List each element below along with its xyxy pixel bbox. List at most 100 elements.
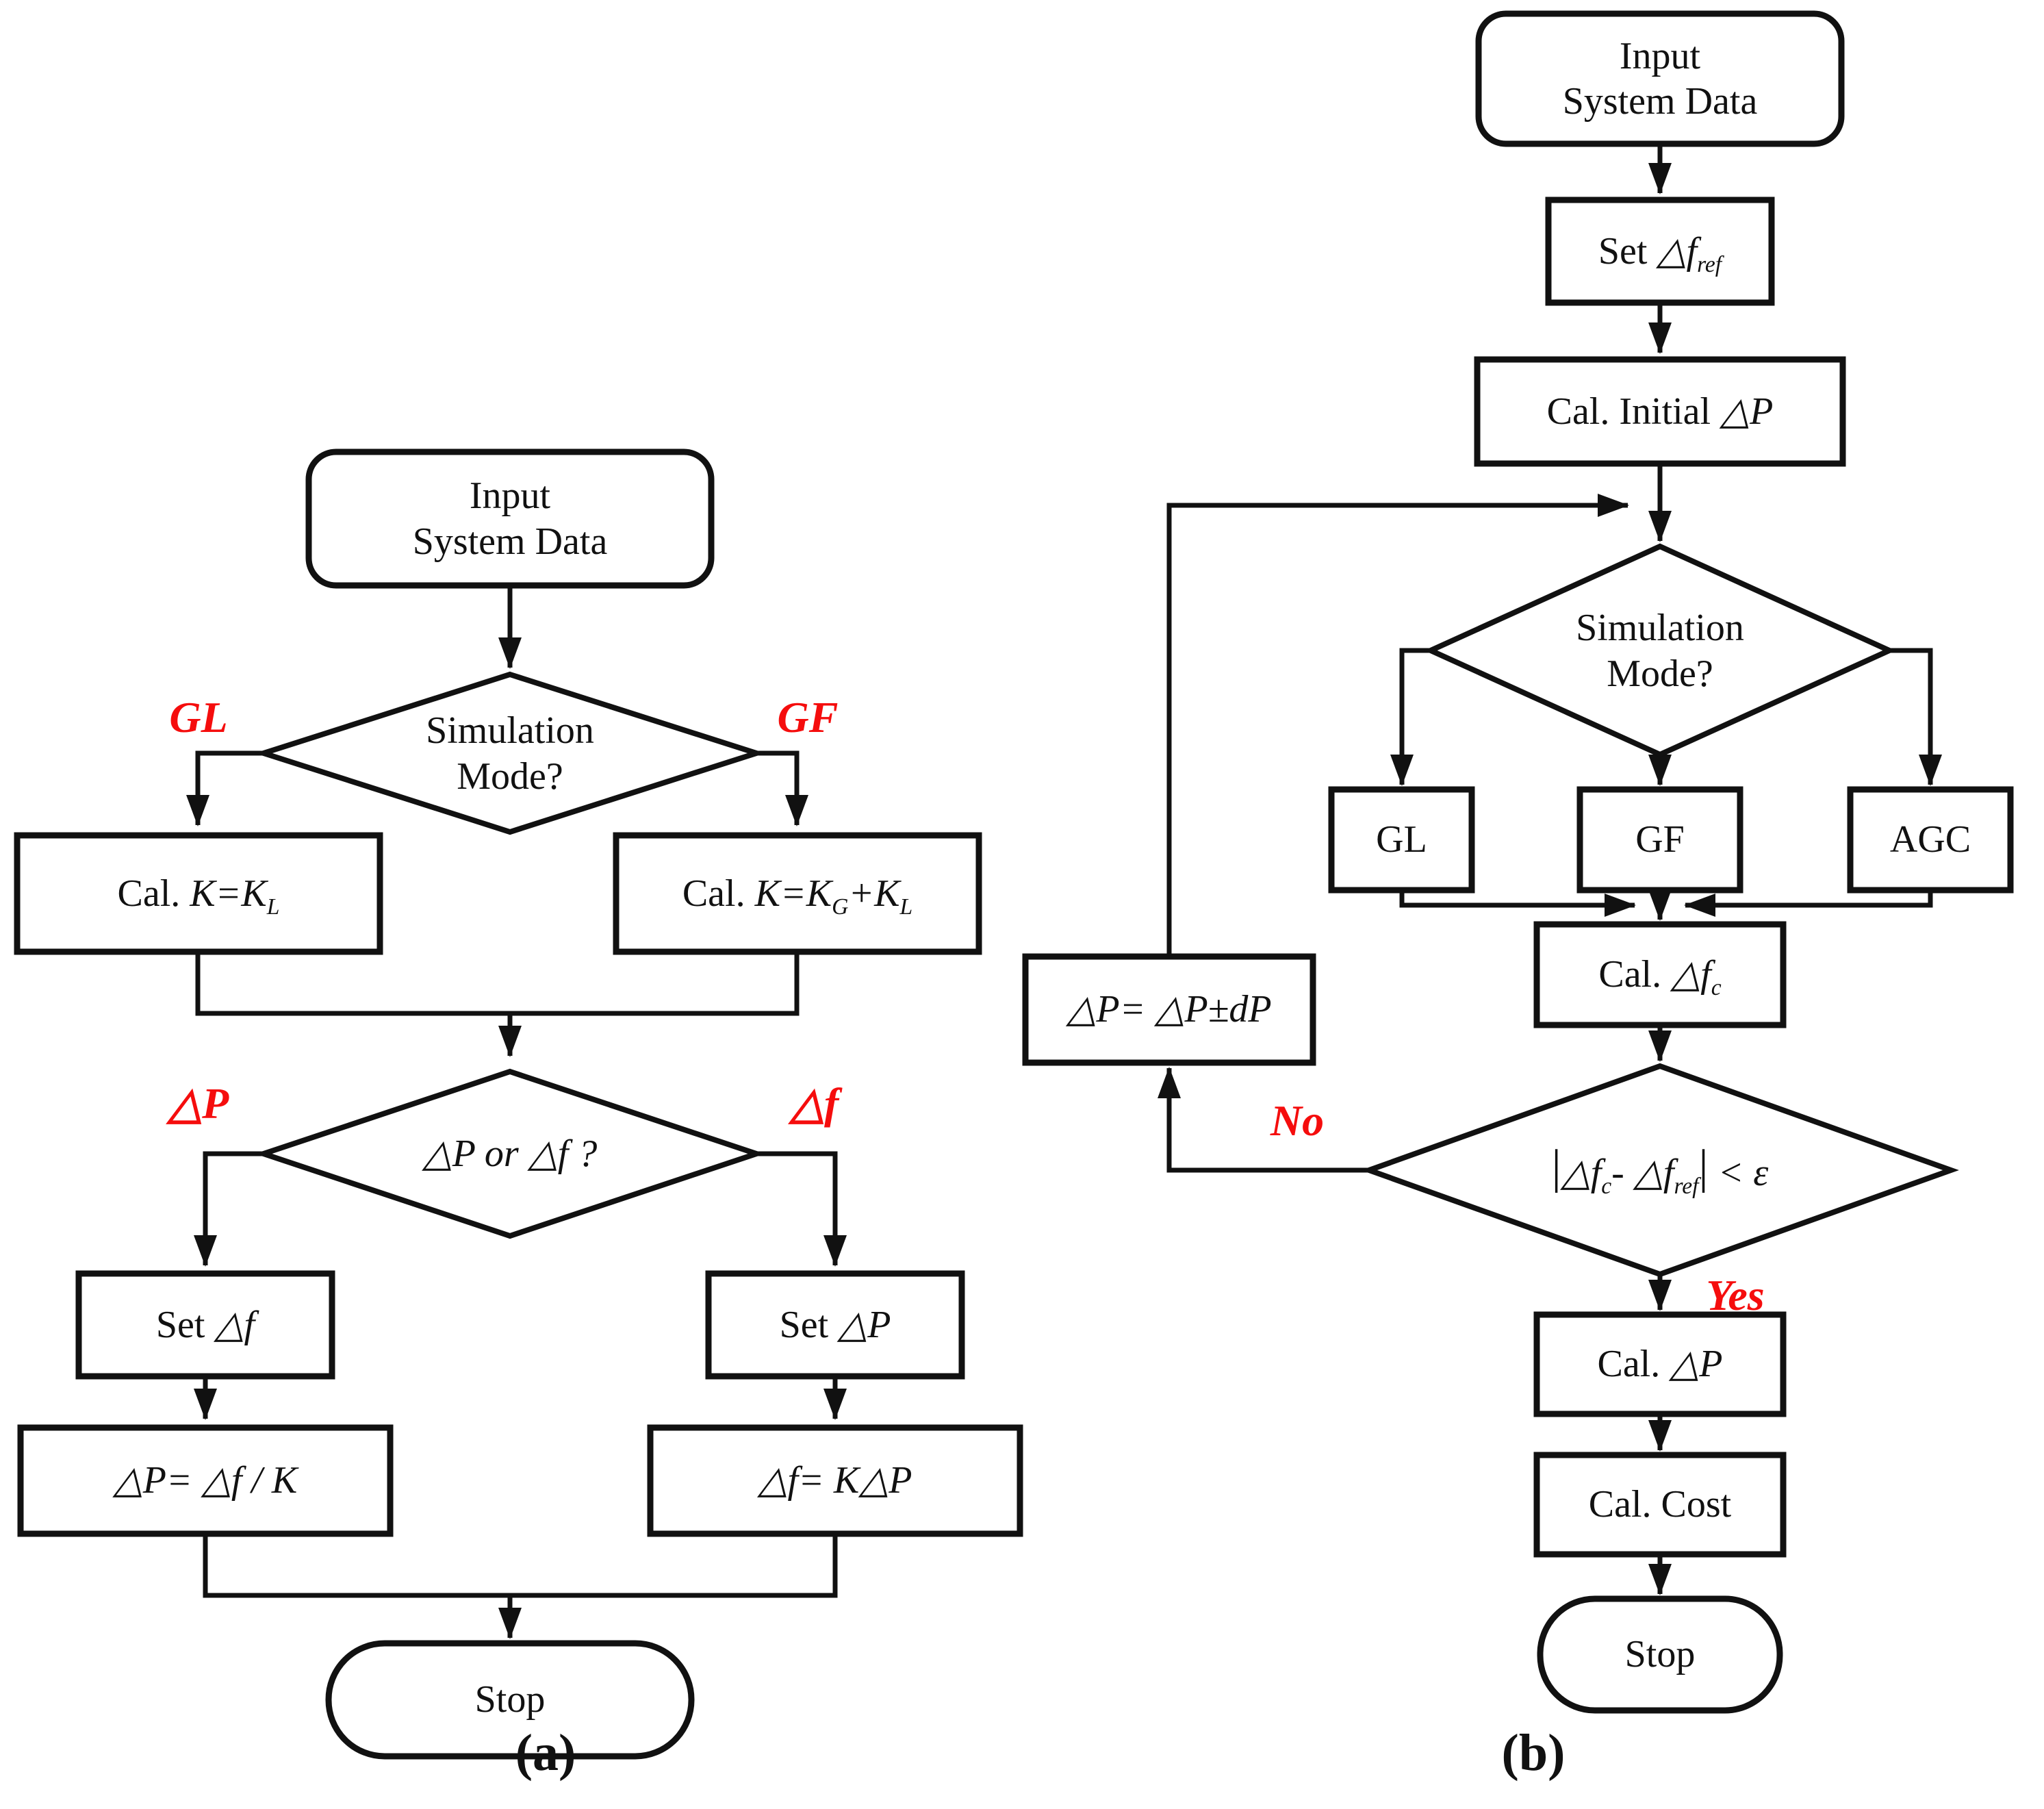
a-label-gf: GF bbox=[777, 693, 839, 742]
a-decision-mode: Simulation Mode? bbox=[339, 704, 681, 803]
a-label-delta-f: △f bbox=[790, 1079, 839, 1128]
text-segment: △P= △P±dP bbox=[1066, 988, 1272, 1031]
a-start-shape bbox=[305, 448, 715, 589]
a-cal-kgkl-shape bbox=[613, 832, 982, 955]
a-arrow-gl-branch bbox=[186, 750, 264, 826]
a-connectors bbox=[186, 585, 847, 1639]
b-mode-agc: AGC bbox=[1850, 789, 2010, 890]
text-segment: AGC bbox=[1889, 818, 1971, 861]
b-mode-agc-shape bbox=[1847, 786, 2014, 894]
b-merge-gl bbox=[1399, 890, 1636, 917]
b-mode-gf-shape bbox=[1576, 786, 1743, 894]
b-start: Input System Data bbox=[1479, 14, 1841, 144]
text-segment: Cal. K=KG+KL bbox=[682, 871, 912, 918]
b-set-fref: Set △fref bbox=[1548, 200, 1772, 303]
a-stop: Stop bbox=[329, 1643, 691, 1756]
a-start: Input System Data bbox=[309, 452, 711, 585]
b-no-line bbox=[1158, 1067, 1369, 1173]
text-segment: - △f bbox=[1611, 1151, 1674, 1194]
text-segment: Cal. K=KL bbox=[117, 871, 280, 918]
a-label-gl: GL bbox=[169, 693, 228, 742]
a-calc-dp-shape bbox=[17, 1424, 394, 1537]
b-decision-eps: |△fc- △fref| < ε bbox=[1386, 1135, 1934, 1205]
text-segment: Cal. Initial bbox=[1546, 390, 1721, 433]
b-arrow-agc-branch bbox=[1889, 648, 1942, 786]
b-cal-initial-shape bbox=[1474, 356, 1846, 467]
b-dp-update: △P= △P±dP bbox=[1025, 957, 1313, 1063]
a-set-f-shape bbox=[75, 1270, 335, 1380]
b-mode-gf: GF bbox=[1580, 789, 1740, 890]
b-connectors bbox=[1158, 144, 1942, 1595]
text-segment: c bbox=[1711, 975, 1722, 1001]
text-segment: +K bbox=[848, 872, 900, 915]
a-node-shapes bbox=[14, 448, 1023, 1760]
text-segment: L bbox=[266, 894, 280, 920]
b-mode-gl: GL bbox=[1331, 789, 1472, 890]
text-segment: System Data bbox=[1562, 80, 1758, 123]
text-segment: Set △f bbox=[156, 1302, 255, 1348]
text-segment: Set △P bbox=[780, 1302, 891, 1348]
text-segment: Simulation bbox=[426, 709, 594, 752]
text-segment: Stop bbox=[474, 1678, 546, 1721]
a-set-p-shape bbox=[705, 1270, 965, 1380]
text-segment: Cal. bbox=[1597, 1343, 1670, 1386]
text-segment: Input System Data bbox=[413, 473, 608, 564]
a-set-f: Set △f bbox=[79, 1274, 332, 1376]
a-calc-df-shape bbox=[647, 1424, 1023, 1537]
text-segment: △f bbox=[1657, 229, 1698, 273]
text-segment: GF bbox=[1635, 818, 1685, 861]
text-segment: GL bbox=[1376, 818, 1427, 861]
text-segment: ref bbox=[1697, 252, 1722, 278]
text-segment: Mode? bbox=[1607, 652, 1713, 695]
text-segment: | bbox=[1698, 1141, 1709, 1194]
text-segment: △f= K△P bbox=[758, 1459, 912, 1502]
text-segment: K=K bbox=[754, 872, 832, 915]
text-segment: Cal. Initial △P bbox=[1547, 389, 1774, 434]
b-caption: (b) bbox=[1501, 1723, 1566, 1782]
text-segment: Cal. Cost bbox=[1588, 1483, 1732, 1526]
a-decision-pf: △P or △f ? bbox=[305, 1122, 715, 1187]
b-cal-fc: Cal. △fc bbox=[1537, 924, 1783, 1025]
b-start-shape bbox=[1475, 10, 1845, 147]
a-decision-pf-shape bbox=[255, 1068, 765, 1239]
text-segment: Input bbox=[469, 475, 551, 518]
a-calc-dp: △P= △f / K bbox=[21, 1428, 390, 1534]
text-segment: Simulation Mode? bbox=[426, 708, 594, 798]
a-arrow-dp-branch bbox=[194, 1151, 264, 1267]
text-segment: L bbox=[899, 894, 913, 920]
text-segment: △P bbox=[838, 1303, 891, 1346]
b-dp-update-shape bbox=[1022, 953, 1316, 1066]
b-label-no: No bbox=[1270, 1096, 1325, 1145]
text-segment: △f bbox=[1671, 953, 1711, 996]
text-segment: ref bbox=[1674, 1173, 1699, 1199]
b-loop-back-line bbox=[1166, 494, 1629, 955]
text-segment: Mode? bbox=[457, 755, 563, 798]
text-segment: Simulation Mode? bbox=[1576, 605, 1744, 696]
text-segment: Set bbox=[779, 1303, 839, 1346]
b-merge-agc bbox=[1684, 890, 1933, 917]
b-cal-p: Cal. △P bbox=[1537, 1315, 1783, 1414]
text-segment: Set bbox=[155, 1303, 215, 1346]
text-segment: |△fc- △fref| < ε bbox=[1552, 1141, 1769, 1199]
b-mode-gl-shape bbox=[1328, 786, 1475, 894]
text-segment: Simulation bbox=[1576, 607, 1744, 650]
a-arrow-gf-branch bbox=[756, 750, 808, 826]
text-segment: Set △fref bbox=[1598, 229, 1722, 278]
a-cal-kgkl: Cal. K=KG+KL bbox=[616, 835, 979, 952]
a-cal-kl: Cal. K=KL bbox=[17, 835, 380, 952]
text-segment: G bbox=[832, 894, 849, 920]
text-segment: Input System Data bbox=[1563, 34, 1758, 124]
a-merge-bar-2 bbox=[203, 1534, 838, 1598]
b-arrow-gl-branch bbox=[1390, 648, 1431, 786]
text-segment: c bbox=[1601, 1173, 1612, 1199]
a-merge-bar-1 bbox=[195, 952, 800, 1016]
b-cal-cost: Cal. Cost bbox=[1537, 1455, 1783, 1554]
text-segment: Cal. △P bbox=[1597, 1341, 1722, 1387]
text-segment: System Data bbox=[412, 520, 608, 563]
text-segment: Cal. △fc bbox=[1598, 952, 1721, 999]
text-segment: Cal. bbox=[117, 872, 190, 915]
text-segment: △P bbox=[1720, 390, 1774, 433]
b-set-fref-shape bbox=[1545, 197, 1775, 306]
